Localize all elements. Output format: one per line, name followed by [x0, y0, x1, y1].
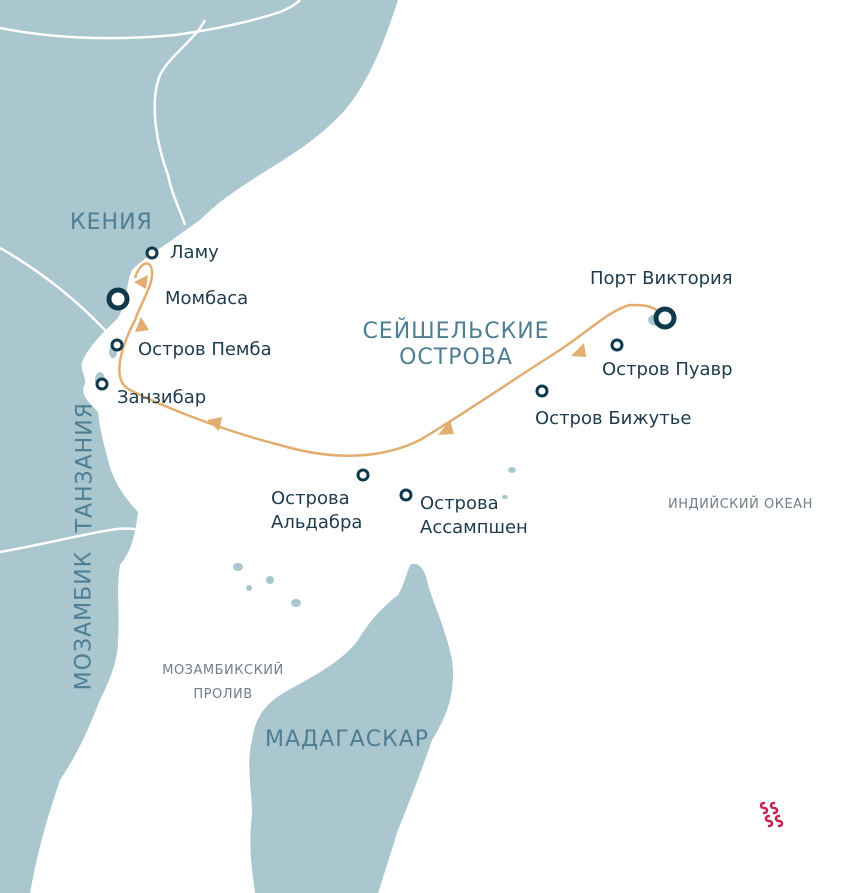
place-label-port-victoria: Порт Виктория: [590, 268, 733, 289]
border-tanzania-mozambique: [0, 527, 141, 554]
water-label-indian-ocean: ИНДИЙСКИЙ ОКЕАН: [668, 497, 813, 512]
route-arrow: [134, 275, 148, 289]
country-label-tanzania: ТАНЗАНИЯ: [72, 402, 98, 533]
place-label-zanzibar: Занзибар: [117, 387, 207, 408]
cruise-route: [118, 262, 666, 457]
region-label-seychelles: СЕЙШЕЛЬСКИЕ ОСТРОВА: [362, 319, 550, 371]
marker-aldabra: [356, 468, 370, 482]
place-label-line2: Ассампшен: [420, 517, 528, 538]
water-label-line2: ПРОЛИВ: [193, 687, 253, 702]
route-arrow: [207, 417, 222, 431]
route-arrow: [438, 420, 454, 435]
marker-bijoutier: [535, 384, 549, 398]
island-seychelles-small: [508, 467, 516, 473]
marker-assumption: [399, 488, 413, 502]
island-comoros: [246, 585, 252, 591]
water-label-mozambique-channel: МОЗАМБИКСКИЙ ПРОЛИВ: [158, 659, 288, 707]
marker-poivre: [610, 338, 624, 352]
island-seychelles-small: [502, 495, 508, 499]
place-label-line1: Острова: [420, 493, 499, 514]
marker-mombasa: [106, 287, 130, 311]
marker-lamu: [145, 246, 159, 260]
border-kenya-tanzania: [0, 246, 121, 346]
region-label-line2: ОСТРОВА: [399, 345, 513, 370]
country-label-mozambique: МОЗАМБИК: [71, 550, 97, 691]
island-comoros: [266, 576, 274, 584]
sss-logo-icon: [759, 801, 784, 828]
route-arrow: [135, 317, 149, 332]
route-arrow: [571, 343, 586, 357]
country-label-madagascar: МАДАГАСКАР: [265, 727, 430, 752]
region-label-line1: СЕЙШЕЛЬСКИЕ: [362, 319, 550, 344]
border-kenya-somalia: [153, 19, 207, 226]
place-label-bijoutier: Остров Бижутье: [535, 408, 692, 429]
border-somalia: [0, 0, 301, 40]
marker-zanzibar: [95, 377, 109, 391]
place-label-line2: Альдабра: [271, 512, 363, 533]
place-label-aldabra: Острова Альдабра: [271, 487, 362, 535]
island-comoros: [233, 563, 243, 571]
place-label-pemba: Остров Пемба: [138, 339, 272, 360]
marker-pemba: [110, 338, 124, 352]
marker-port-victoria: [653, 306, 677, 330]
place-label-assumption: Острова Ассампшен: [420, 492, 528, 540]
water-label-line1: МОЗАМБИКСКИЙ: [162, 663, 284, 678]
place-label-lamu: Ламу: [170, 242, 219, 263]
place-label-poivre: Остров Пуавр: [602, 359, 733, 380]
place-label-mombasa: Момбаса: [165, 288, 249, 309]
country-label-kenya: КЕНИЯ: [70, 210, 153, 235]
island-comoros: [291, 599, 301, 607]
mainland-africa: [0, 0, 398, 893]
madagascar-island: [249, 563, 454, 893]
place-label-line1: Острова: [271, 488, 350, 509]
